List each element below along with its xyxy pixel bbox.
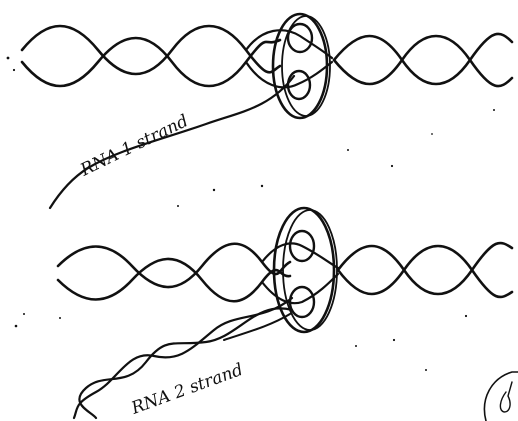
top-panel: RNA 1 strand: [22, 14, 512, 208]
bottom-panel: RNA 2 strand: [58, 208, 512, 419]
top-enzyme-hole-lower: [288, 71, 310, 99]
bottom-rna-helix-strand-b: [79, 308, 292, 418]
scan-speckles: [7, 57, 495, 371]
top-rna-strand: [50, 76, 294, 208]
corner-partial-circle: [484, 372, 518, 421]
bottom-right-helix: [338, 243, 512, 297]
bottom-left-helix-strand-a: [58, 244, 290, 287]
rna-2-strand-label: RNA 2 strand: [128, 360, 246, 419]
top-right-helix: [334, 34, 512, 86]
bottom-polymerase-enzyme: [274, 208, 337, 332]
corner-circle-arc: [484, 372, 518, 421]
top-enzyme-hole-upper: [288, 24, 312, 52]
bottom-left-helix-strand-b: [58, 259, 290, 301]
bottom-left-helix: [58, 244, 290, 302]
corner-circle-glyph: [500, 382, 512, 412]
bottom-rna-strand-tail: [224, 314, 290, 340]
rna-1-strand-label: RNA 1 strand: [77, 111, 192, 181]
top-right-helix-strand-a: [334, 34, 512, 84]
top-left-helix: [22, 26, 280, 86]
top-right-helix-strand-b: [334, 36, 512, 86]
